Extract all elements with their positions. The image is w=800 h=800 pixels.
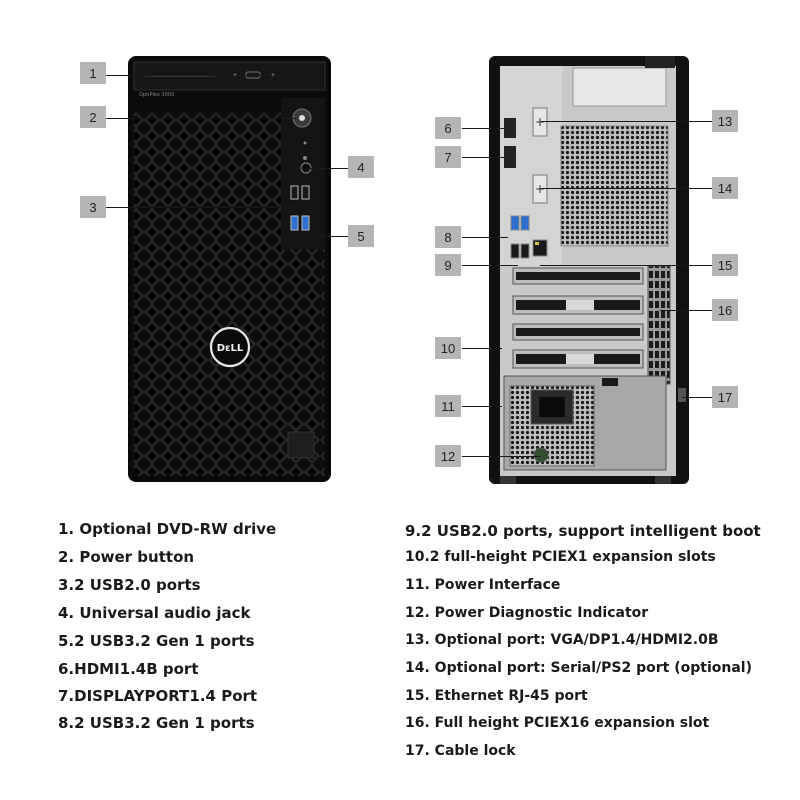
tower-illustrations: OptiPlex 3000 DεLL (128, 56, 689, 484)
dell-logo (209, 326, 251, 368)
usb3-port-b (301, 215, 310, 231)
cable-lock-slot (678, 388, 686, 402)
legend-item-9: 9.2 USB2.0 ports, support intelligent bo… (405, 522, 761, 540)
rear-usb2-a (510, 243, 520, 259)
leader-10 (462, 348, 502, 349)
pciex16-bracket (647, 265, 671, 385)
front-mesh-left (134, 112, 281, 476)
leader-15 (540, 265, 712, 266)
rear-usb3-b (520, 215, 530, 231)
leader-13 (541, 121, 712, 122)
leader-2 (106, 118, 296, 119)
leader-14 (541, 188, 712, 189)
legend-item-5: 5.2 USB3.2 Gen 1 ports (58, 632, 255, 650)
callout-12: 12 (435, 445, 461, 467)
legend-item-10: 10.2 full-height PCIEX1 expansion slots (405, 549, 716, 565)
legend-item-16: 16. Full height PCIEX16 expansion slot (405, 715, 710, 731)
leader-3 (106, 207, 296, 208)
hdmi-port (504, 118, 516, 138)
callout-1: 1 (80, 62, 106, 84)
callout-11: 11 (435, 395, 461, 417)
legend-item-17: 17. Cable lock (405, 743, 516, 759)
leader-9 (462, 265, 518, 266)
legend-item-15: 15. Ethernet RJ-45 port (405, 688, 588, 704)
leader-7 (462, 157, 508, 158)
leader-6 (462, 128, 508, 129)
leader-17 (682, 397, 712, 398)
callout-4: 4 (348, 156, 374, 178)
callout-9: 9 (435, 254, 461, 276)
leader-12 (462, 456, 540, 457)
legend-item-4: 4. Universal audio jack (58, 604, 251, 622)
leader-11 (462, 406, 502, 407)
legend-item-3: 3.2 USB2.0 ports (58, 576, 201, 594)
dell-logo-text: DεLL (217, 343, 244, 354)
legend-item-1: 1. Optional DVD-RW drive (58, 520, 277, 538)
rear-tower: + + (489, 56, 689, 484)
top-handle (572, 67, 667, 107)
leader-1 (106, 75, 282, 76)
callout-16: 16 (712, 299, 738, 321)
displayport (504, 146, 516, 168)
legend-item-12: 12. Power Diagnostic Indicator (405, 605, 649, 621)
callout-13: 13 (712, 110, 738, 132)
callout-10: 10 (435, 337, 461, 359)
callout-17: 17 (712, 386, 738, 408)
callout-15: 15 (712, 254, 738, 276)
leader-8 (462, 237, 508, 238)
callout-8: 8 (435, 226, 461, 248)
legend-item-2: 2. Power button (58, 548, 195, 566)
callout-5: 5 (348, 225, 374, 247)
diagnostic-led (533, 447, 549, 463)
callout-3: 3 (80, 196, 106, 218)
callout-6: 6 (435, 117, 461, 139)
usb2-port-a (290, 185, 299, 200)
usb3-port-a (290, 215, 299, 231)
front-badge-square (287, 431, 315, 459)
svg-text:+: + (535, 115, 545, 129)
front-tower: OptiPlex 3000 DεLL (128, 56, 331, 482)
callout-14: 14 (712, 177, 738, 199)
rear-fan-vent (560, 125, 669, 247)
front-model-label: OptiPlex 3000 (139, 92, 174, 98)
leader-5 (306, 236, 348, 237)
legend-item-13: 13. Optional port: VGA/DP1.4/HDMI2.0B (405, 632, 719, 648)
usb2-port-b (301, 185, 310, 200)
legend-item-14: 14. Optional port: Serial/PS2 port (opti… (405, 660, 752, 676)
rear-usb3-a (510, 215, 520, 231)
callout-2: 2 (80, 106, 106, 128)
svg-text:+: + (535, 182, 545, 196)
rear-usb2-b (520, 243, 530, 259)
legend-item-7: 7.DISPLAYPORT1.4 Port (58, 687, 258, 705)
product-diagram: OptiPlex 3000 DεLL (80, 56, 738, 484)
legend-item-8: 8.2 USB3.2 Gen 1 ports (58, 714, 255, 732)
callout-7: 7 (435, 146, 461, 168)
legend-item-11: 11. Power Interface (405, 577, 561, 593)
leader-4 (306, 168, 348, 169)
leader-16 (660, 310, 712, 311)
legend-item-6: 6.HDMI1.4B port (58, 660, 199, 678)
